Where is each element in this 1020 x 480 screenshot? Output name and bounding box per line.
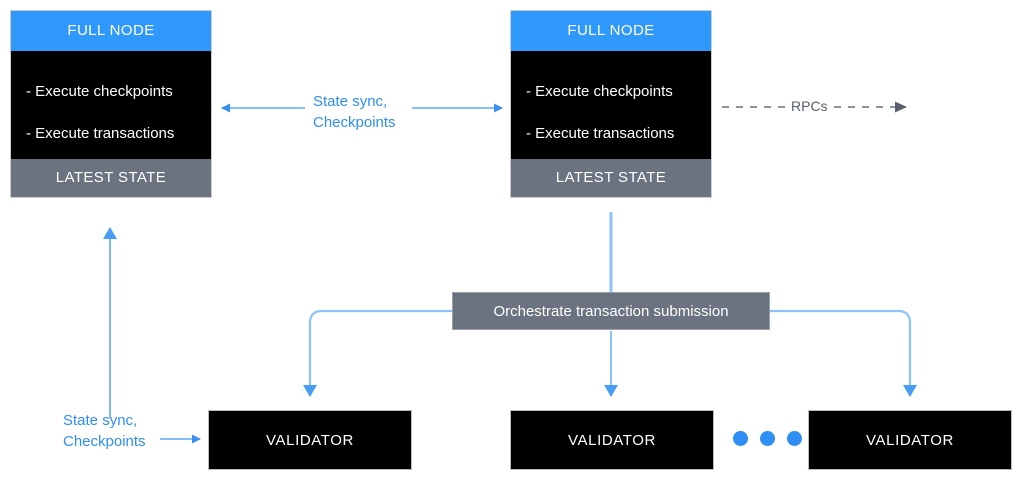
validator-box-2[interactable]: VALIDATOR xyxy=(510,410,714,470)
ellipsis-dot-3 xyxy=(787,431,802,446)
validator-box-3[interactable]: VALIDATOR xyxy=(808,410,1012,470)
full-node-b-latest-state: LATEST STATE xyxy=(511,159,711,197)
edge-orchestrator-to-validator-3 xyxy=(770,309,917,397)
validator-2-label: VALIDATOR xyxy=(568,431,656,449)
full-node-b-bullet-1: - Execute checkpoints xyxy=(526,83,673,100)
edge-label-state-sync-top: State sync, Checkpoints xyxy=(313,93,396,131)
full-node-a-latest-state: LATEST STATE xyxy=(11,159,211,197)
orchestrate-transaction-submission-box[interactable]: Orchestrate transaction submission xyxy=(452,292,770,330)
edge-orchestrator-to-validator-1 xyxy=(303,309,452,397)
full-node-a-body: - Execute checkpoints - Execute transact… xyxy=(11,51,211,159)
ellipsis-dot-1 xyxy=(733,431,748,446)
edge-label-rpcs: RPCs xyxy=(789,98,830,114)
full-node-a-bullet-2: - Execute transactions xyxy=(26,125,175,142)
orchestrator-label: Orchestrate transaction submission xyxy=(493,302,729,320)
validator-1-label: VALIDATOR xyxy=(266,431,354,449)
validator-3-label: VALIDATOR xyxy=(866,431,954,449)
full-node-b-bullet-2: - Execute transactions xyxy=(526,125,675,142)
validator-box-1[interactable]: VALIDATOR xyxy=(208,410,412,470)
more-validators-ellipsis-icon xyxy=(733,431,802,446)
ellipsis-dot-2 xyxy=(760,431,775,446)
edge-label-state-sync-bottom: State sync, Checkpoints xyxy=(63,412,146,450)
full-node-b[interactable]: FULL NODE - Execute checkpoints - Execut… xyxy=(510,10,712,198)
full-node-b-body: - Execute checkpoints - Execute transact… xyxy=(511,51,711,159)
full-node-a[interactable]: FULL NODE - Execute checkpoints - Execut… xyxy=(10,10,212,198)
full-node-b-header: FULL NODE xyxy=(511,11,711,51)
full-node-a-header: FULL NODE xyxy=(11,11,211,51)
full-node-a-bullet-1: - Execute checkpoints xyxy=(26,83,173,100)
